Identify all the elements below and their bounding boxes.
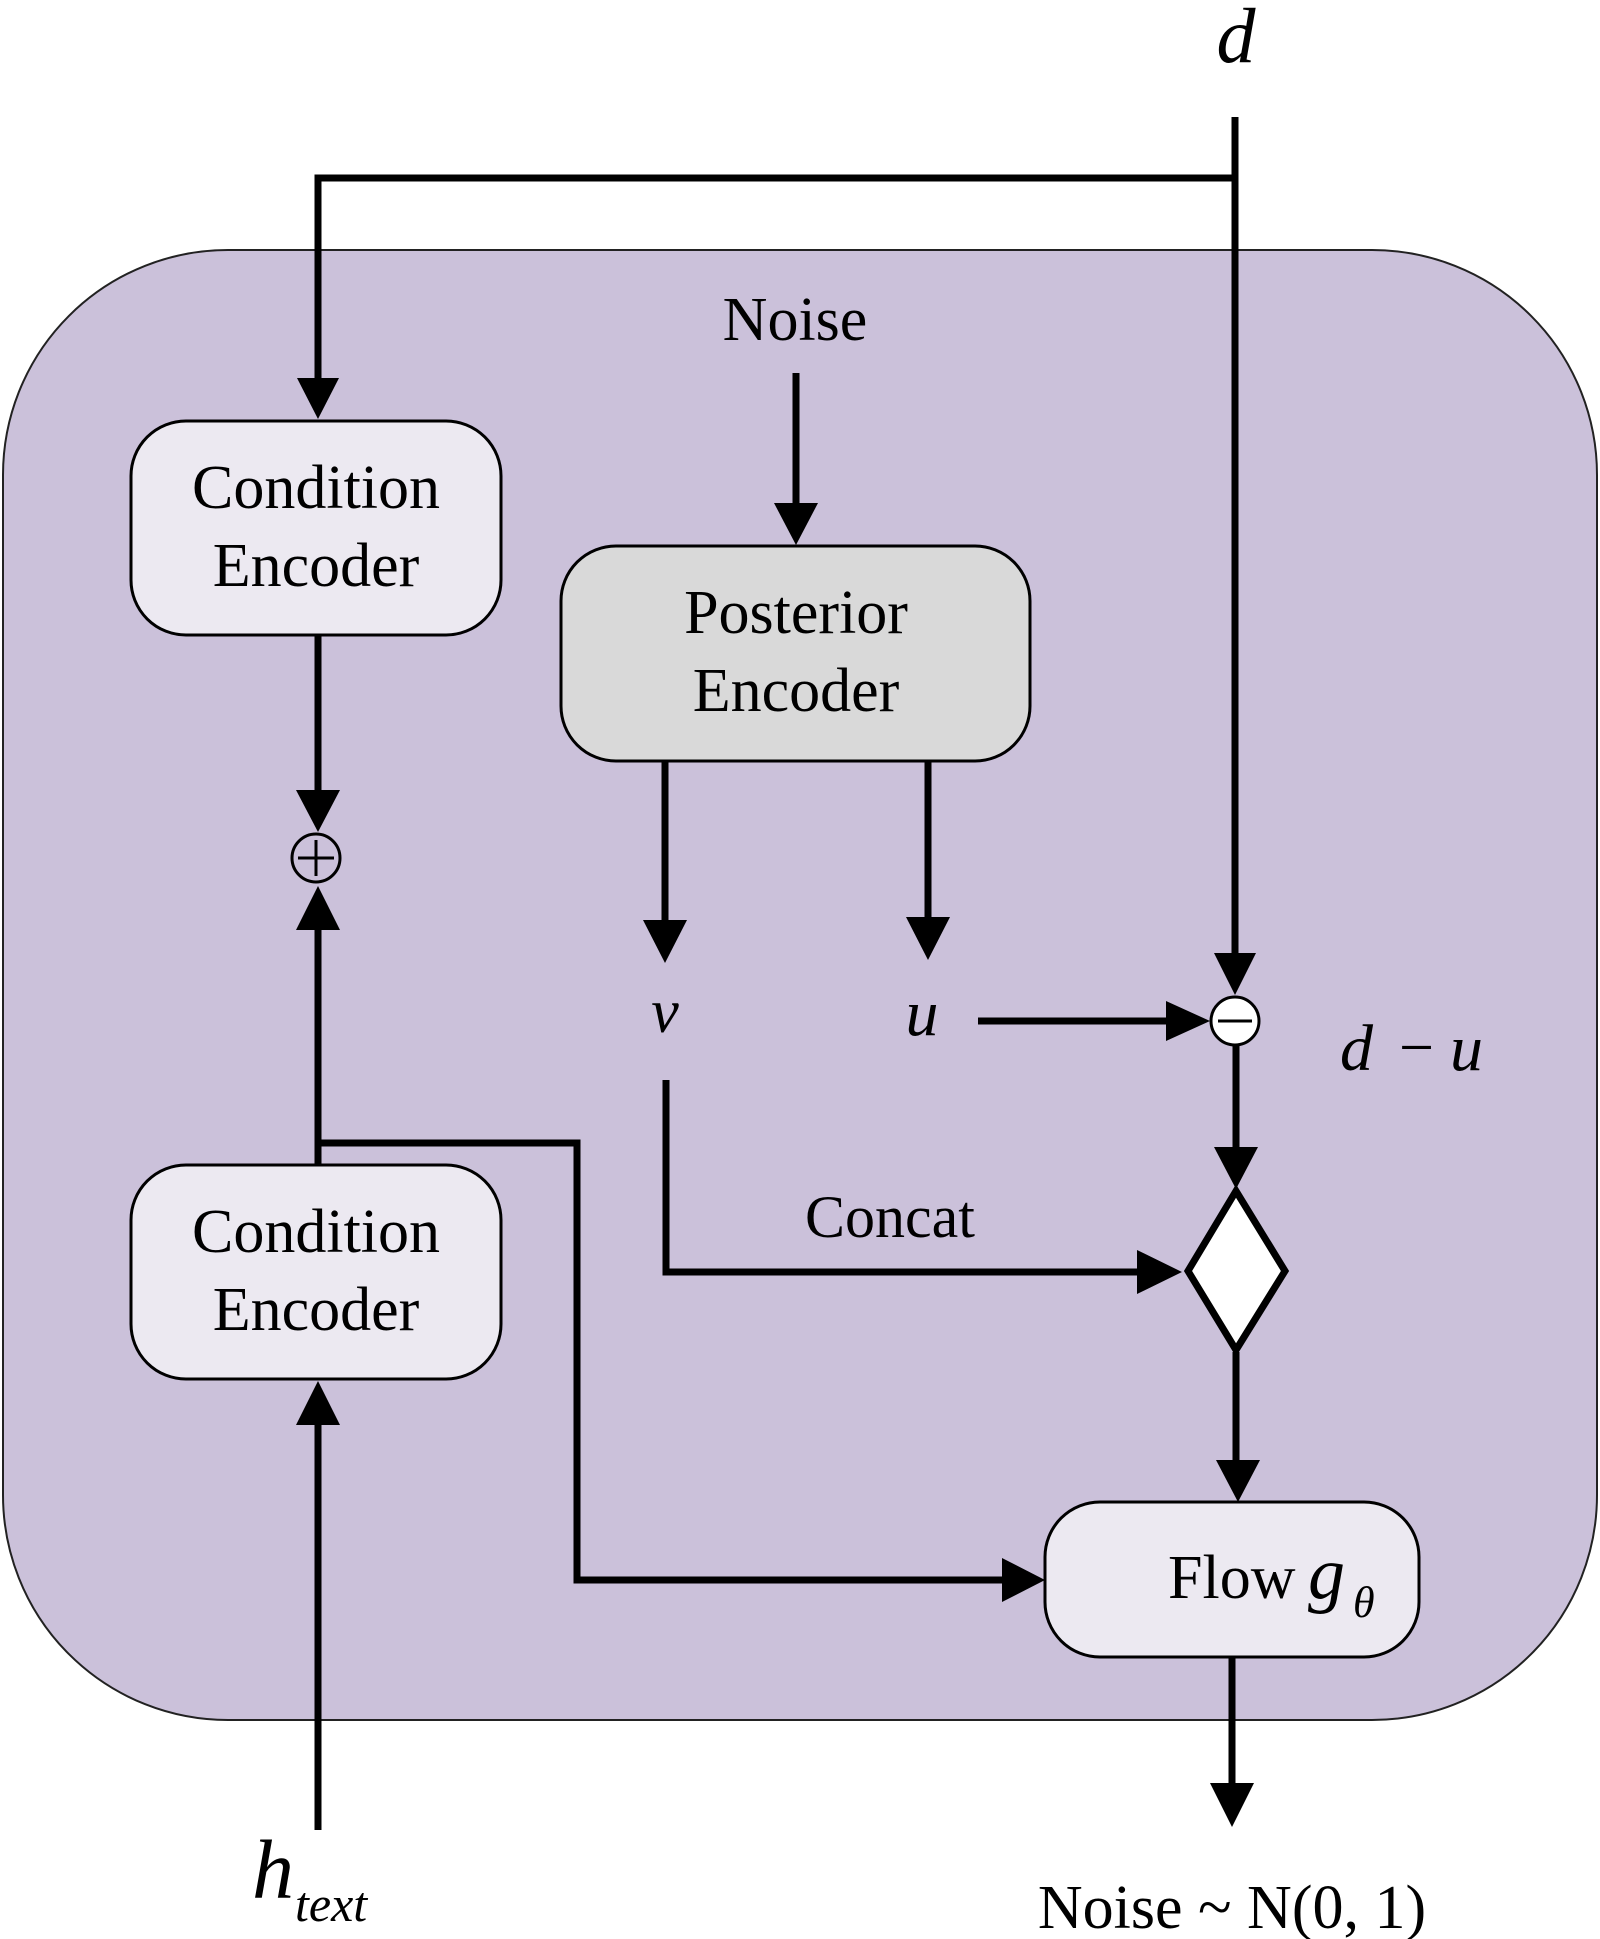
svg-text:d: d	[1340, 1012, 1374, 1085]
v-to-concat-wire	[662, 1080, 1140, 1276]
arrowhead-to-output	[1210, 1783, 1254, 1827]
posterior-encoder-label-line1: Posterior	[684, 579, 908, 647]
input-htext-label: h text	[252, 1824, 368, 1932]
arrowhead-into-add-from-top	[296, 790, 340, 832]
arrowhead-to-u	[906, 917, 950, 960]
input-d-label: d	[1217, 0, 1257, 79]
add-icon	[290, 832, 342, 884]
arrowhead-into-flow	[1002, 1558, 1045, 1602]
subtract-operator	[1209, 995, 1261, 1047]
svg-text:−: −	[1399, 1014, 1434, 1082]
condition-to-flow-wire	[318, 1139, 1005, 1584]
arrowhead-into-concat-from-top	[1214, 1147, 1258, 1189]
svg-text:u: u	[1450, 1012, 1483, 1085]
posterior-encoder: Posterior Encoder	[559, 544, 1032, 763]
condition-encoder-top-label-line2: Encoder	[213, 532, 420, 600]
condition-encoder-top-label-line1: Condition	[192, 454, 440, 522]
condition-encoder-top: Condition Encoder	[129, 419, 503, 637]
posterior-encoder-label-line2: Encoder	[693, 657, 900, 725]
noise-input-label: Noise	[723, 286, 868, 354]
posterior-encoder-box	[559, 544, 1032, 763]
output-noise-label: Noise ~ N(0, 1)	[1038, 1874, 1426, 1939]
add-operator	[290, 832, 342, 884]
svg-text:h: h	[252, 1824, 294, 1917]
condition-encoder-bottom-label-line1: Condition	[192, 1198, 440, 1266]
flow-label: Flow	[1168, 1544, 1296, 1612]
concat-label: Concat	[805, 1184, 975, 1250]
condition-encoder-bottom-label-line2: Encoder	[213, 1276, 420, 1344]
v-label: v	[651, 978, 679, 1046]
arrowhead-into-flow-from-top	[1216, 1460, 1260, 1502]
arrowhead-into-bottom-condition-encoder	[296, 1381, 340, 1425]
arrowhead-into-top-condition-encoder	[297, 378, 339, 419]
d-to-condition-encoder-wire	[314, 117, 1239, 385]
arrowhead-into-posterior-encoder	[774, 503, 818, 545]
u-label: u	[906, 977, 939, 1050]
concat-operator-diamond	[1183, 1184, 1290, 1357]
arrowhead-to-v	[643, 920, 687, 963]
arrowhead-into-add-from-bottom	[296, 886, 340, 930]
flow-symbol: g	[1308, 1533, 1345, 1615]
svg-text:text: text	[295, 1876, 368, 1932]
flow-subscript: θ	[1353, 1578, 1375, 1627]
arrowhead-into-subtract-from-u	[1166, 1001, 1210, 1041]
arrowhead-into-subtract	[1214, 953, 1256, 995]
flow-block: Flow g θ	[1043, 1500, 1421, 1659]
condition-encoder-bottom-box	[129, 1163, 503, 1381]
condition-encoder-bottom: Condition Encoder	[129, 1163, 503, 1381]
difference-label: d − u	[1340, 1012, 1483, 1085]
arrowhead-into-concat-from-v	[1137, 1250, 1182, 1294]
